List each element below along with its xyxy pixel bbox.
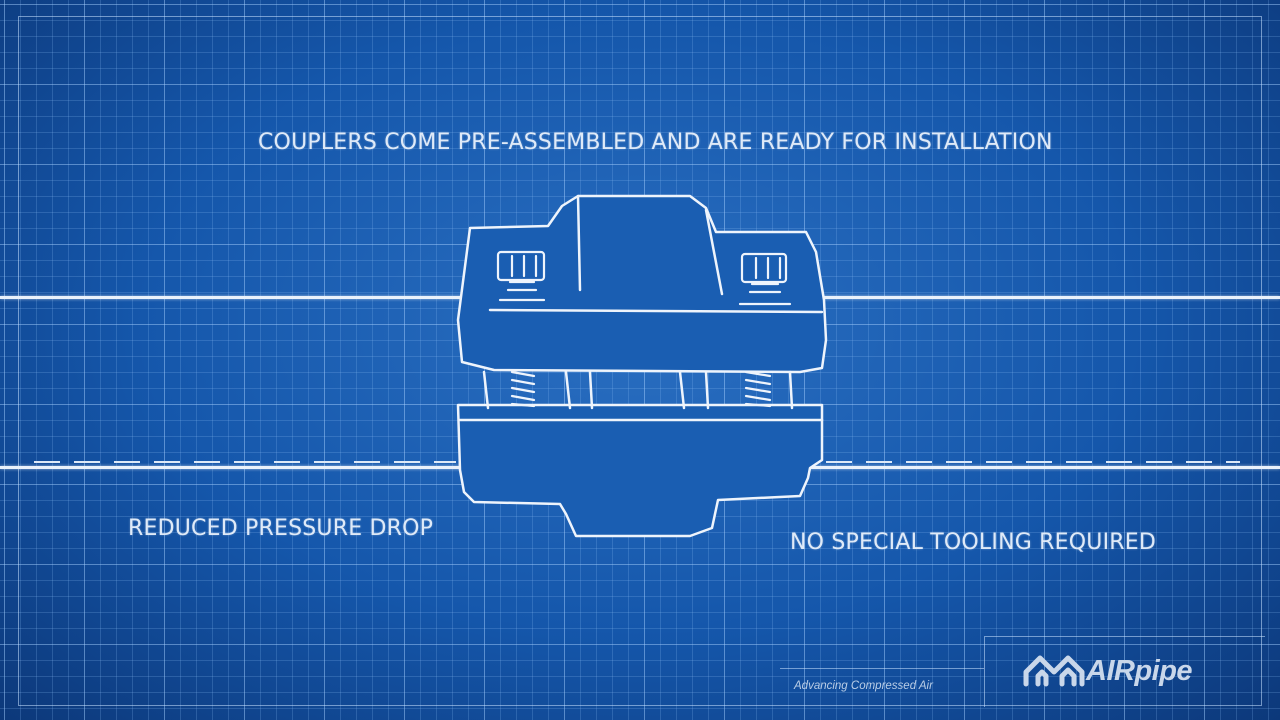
tagline-text: Advancing Compressed Air (794, 680, 933, 692)
airpipe-logo-icon (1023, 655, 1085, 687)
lower-clamp (456, 403, 824, 538)
bolt-head-left (496, 250, 546, 282)
tagline-box (780, 668, 984, 707)
caption-preassembled: COUPLERS COME PRE-ASSEMBLED AND ARE READ… (258, 130, 1053, 155)
caption-pressure-drop: REDUCED PRESSURE DROP (128, 516, 434, 541)
logo-box (984, 636, 1265, 707)
caption-no-tooling: NO SPECIAL TOOLING REQUIRED (790, 530, 1156, 555)
upper-clamp (456, 194, 828, 374)
brand-name: AIRpipe (1086, 655, 1193, 687)
blueprint-frame (18, 16, 1262, 706)
bolt-head-right (740, 252, 788, 284)
